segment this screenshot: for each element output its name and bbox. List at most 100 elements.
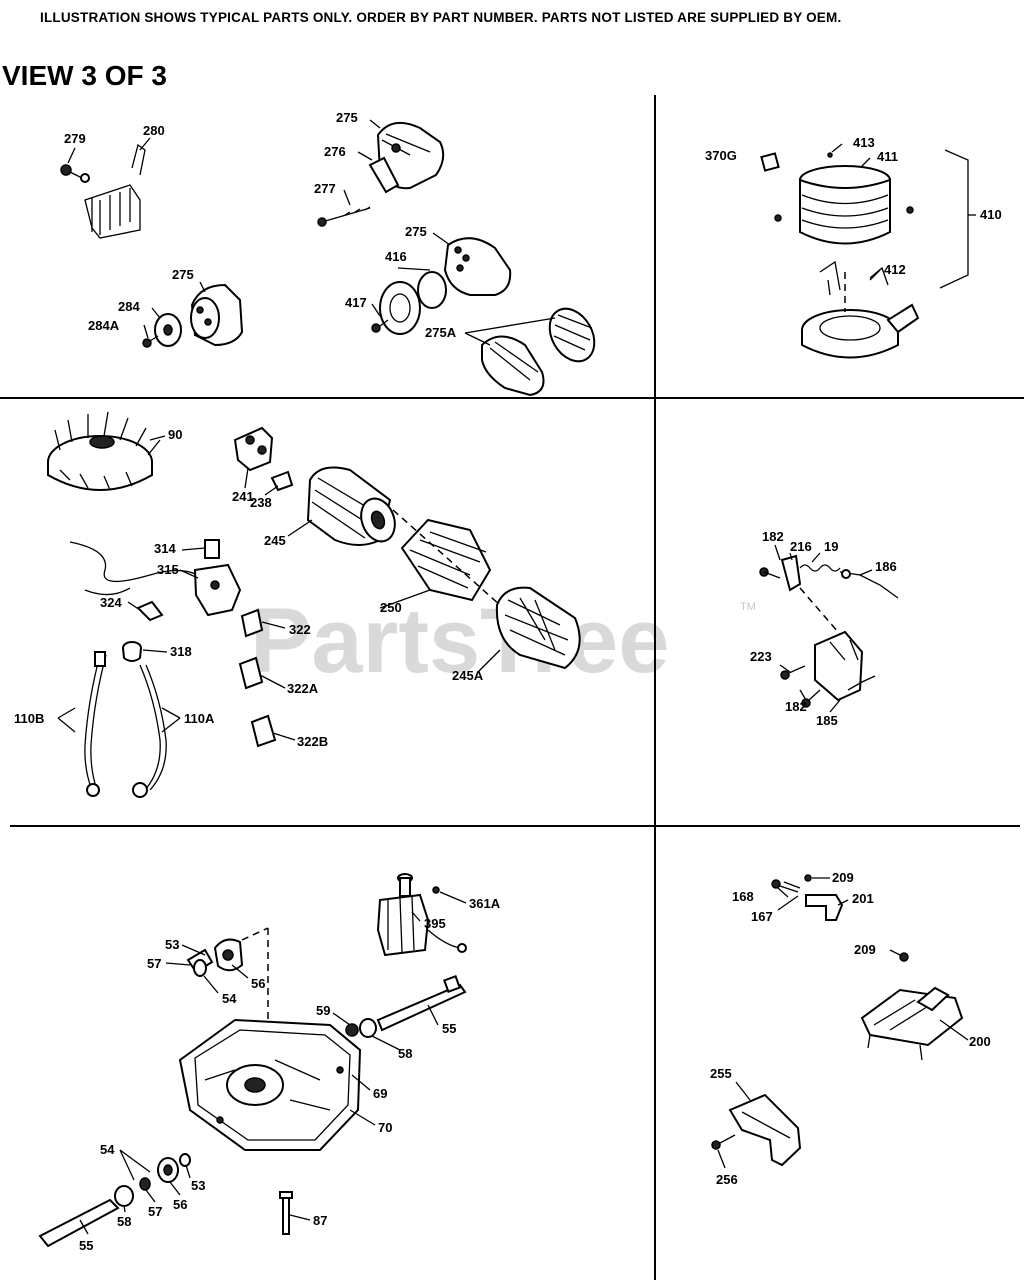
label-322: 322 xyxy=(289,622,311,637)
label-59: 59 xyxy=(316,1003,330,1018)
label-370G: 370G xyxy=(705,148,737,163)
label-58-bottom: 58 xyxy=(117,1214,131,1229)
label-413: 413 xyxy=(853,135,875,150)
label-324: 324 xyxy=(100,595,122,610)
label-19: 19 xyxy=(824,539,838,554)
label-54-bottom: 54 xyxy=(100,1142,115,1157)
part-labels: 279 280 275 276 277 275 416 417 275A 275… xyxy=(14,110,1002,1253)
label-275-top: 275 xyxy=(336,110,358,125)
cover-255-256 xyxy=(711,1093,802,1167)
air-filter-cover-275 xyxy=(376,121,445,190)
label-57-bottom: 57 xyxy=(148,1204,162,1219)
bracket-assembly-279-280 xyxy=(60,143,146,239)
washer-284-284A xyxy=(142,313,182,348)
label-56-bottom: 56 xyxy=(173,1197,187,1212)
label-241: 241 xyxy=(232,489,254,504)
bracket-241-238 xyxy=(233,426,294,492)
label-250: 250 xyxy=(380,600,402,615)
label-201: 201 xyxy=(852,891,874,906)
label-284A: 284A xyxy=(88,318,120,333)
label-412: 412 xyxy=(884,262,906,277)
label-53-bottom: 53 xyxy=(191,1178,205,1193)
air-filter-275A xyxy=(481,307,596,397)
label-361A: 361A xyxy=(469,896,501,911)
air-filter-housing-275b xyxy=(443,237,512,296)
label-238: 238 xyxy=(250,495,272,510)
label-277: 277 xyxy=(314,181,336,196)
wiring-harness-314-315-324 xyxy=(69,539,242,622)
label-417: 417 xyxy=(345,295,367,310)
label-275-middle: 275 xyxy=(405,224,427,239)
filter-element-245A xyxy=(495,586,581,670)
label-275A: 275A xyxy=(425,325,457,340)
dash-line-gear xyxy=(241,927,269,941)
label-395: 395 xyxy=(424,916,446,931)
watermark-trademark: TM xyxy=(740,601,756,613)
filter-disc-416-417 xyxy=(371,271,447,335)
crankshaft-seal-55-58-59 xyxy=(345,975,467,1038)
bolt-87 xyxy=(279,1191,293,1235)
view-title: VIEW 3 OF 3 xyxy=(2,60,167,91)
label-284: 284 xyxy=(118,299,140,314)
label-57-top: 57 xyxy=(147,956,161,971)
leader-lines xyxy=(57,119,969,1235)
label-314: 314 xyxy=(154,541,176,556)
label-256: 256 xyxy=(716,1172,738,1187)
label-55-top: 55 xyxy=(442,1021,456,1036)
label-54-top: 54 xyxy=(222,991,237,1006)
label-58-top: 58 xyxy=(398,1046,412,1061)
label-200: 200 xyxy=(969,1034,991,1049)
filter-assembly-410 xyxy=(760,149,976,359)
governor-bracket-185-223-182 xyxy=(780,630,876,708)
label-56-top: 56 xyxy=(251,976,265,991)
label-209-middle: 209 xyxy=(854,942,876,957)
label-87: 87 xyxy=(313,1213,327,1228)
label-182-top: 182 xyxy=(762,529,784,544)
label-245A: 245A xyxy=(452,668,484,683)
disclaimer-text: ILLUSTRATION SHOWS TYPICAL PARTS ONLY. O… xyxy=(40,10,842,25)
filter-body-275c xyxy=(190,283,244,347)
dash-line-governor xyxy=(799,587,846,641)
label-416: 416 xyxy=(385,249,407,264)
label-186: 186 xyxy=(875,559,897,574)
flywheel-fan-90 xyxy=(47,411,161,491)
label-322B: 322B xyxy=(297,734,328,749)
label-53-top: 53 xyxy=(165,937,179,952)
screw-276-277 xyxy=(317,156,400,227)
watermark-brand: PartsTree xyxy=(250,590,669,692)
crankcase-cover-69-70 xyxy=(178,1018,362,1151)
label-70: 70 xyxy=(378,1120,392,1135)
filter-element-250 xyxy=(400,518,492,602)
crankshaft-lower-55-56-57-58 xyxy=(38,1153,191,1248)
label-276: 276 xyxy=(324,144,346,159)
throttle-control-167-168-201-209 xyxy=(771,874,844,921)
filter-cartridge-245 xyxy=(306,466,396,546)
label-168: 168 xyxy=(732,889,754,904)
label-223: 223 xyxy=(750,649,772,664)
control-bracket-200 xyxy=(860,952,964,1061)
label-255: 255 xyxy=(710,1066,732,1081)
ground-wire-110 xyxy=(84,651,167,798)
label-275-left: 275 xyxy=(172,267,194,282)
label-410: 410 xyxy=(980,207,1002,222)
label-182-bottom: 182 xyxy=(785,699,807,714)
terminals-322 xyxy=(238,608,277,748)
label-280: 280 xyxy=(143,123,165,138)
label-216: 216 xyxy=(790,539,812,554)
label-209-top: 209 xyxy=(832,870,854,885)
label-185: 185 xyxy=(816,713,838,728)
label-411: 411 xyxy=(877,149,898,164)
label-318: 318 xyxy=(170,644,192,659)
label-315: 315 xyxy=(157,562,179,577)
label-69: 69 xyxy=(373,1086,387,1101)
starter-motor-395 xyxy=(376,873,467,957)
label-55-bottom: 55 xyxy=(79,1238,93,1253)
label-90: 90 xyxy=(168,427,182,442)
label-279: 279 xyxy=(64,131,86,146)
governor-gear-53-54-56-57 xyxy=(186,938,244,977)
grommet-318 xyxy=(122,641,142,662)
label-245: 245 xyxy=(264,533,286,548)
label-110A: 110A xyxy=(184,711,215,726)
label-322A: 322A xyxy=(287,681,319,696)
